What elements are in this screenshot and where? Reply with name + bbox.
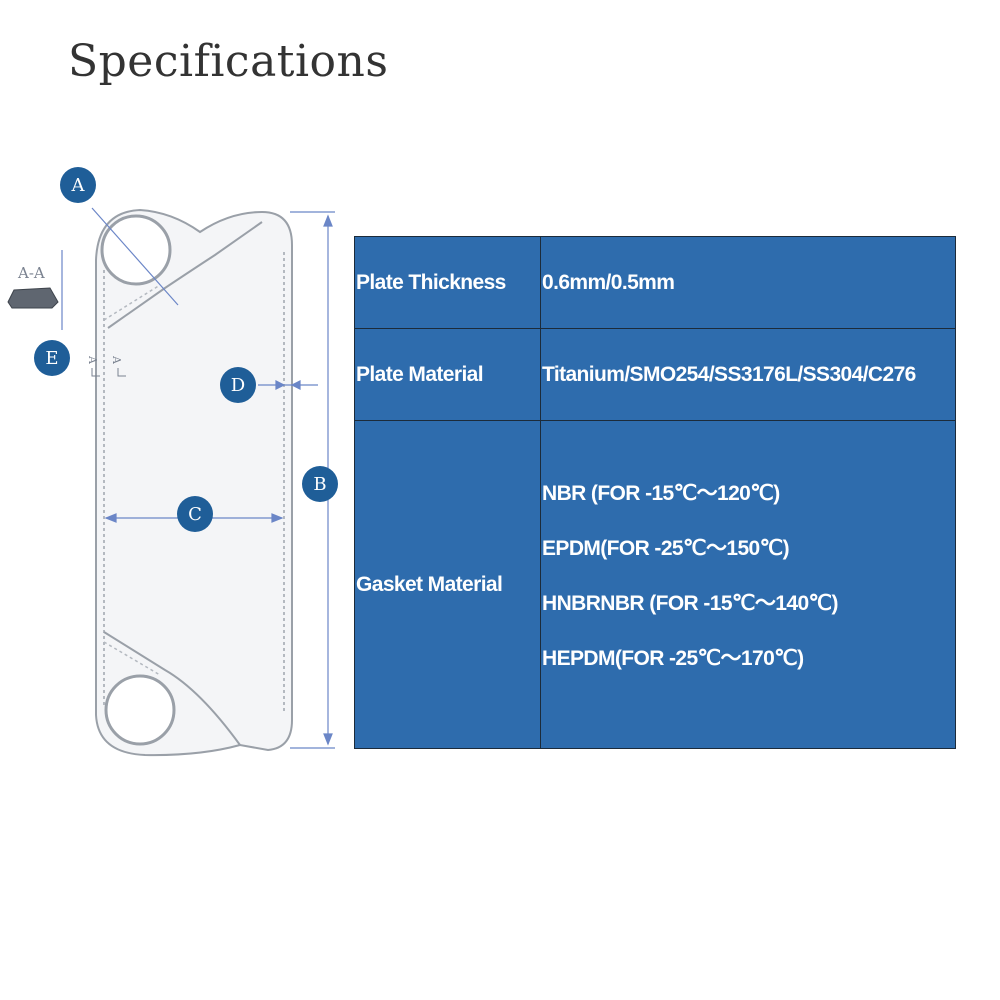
gasket-list: NBR (FOR -15℃～120℃) EPDM(FOR -25℃～150℃) … — [541, 466, 955, 686]
bottom-port — [104, 674, 176, 746]
plate-outline — [95, 208, 293, 757]
spec-row-plate-material: Plate Material Titanium/SMO254/SS3176L/S… — [354, 328, 956, 421]
spec-label: Gasket Material — [356, 572, 503, 596]
section-mark: A — [110, 355, 123, 365]
marker-e: E — [34, 340, 70, 376]
spec-label: Plate Thickness — [356, 270, 506, 294]
marker-d: D — [220, 367, 256, 403]
top-port — [100, 214, 172, 286]
svg-text:A: A — [71, 175, 86, 196]
marker-b: B — [302, 466, 338, 502]
svg-text:B: B — [313, 474, 326, 495]
svg-text:D: D — [231, 375, 245, 396]
spec-row-gasket-material: Gasket Material NBR (FOR -15℃～120℃) EPDM… — [354, 420, 956, 749]
spec-row-plate-thickness: Plate Thickness 0.6mm/0.5mm — [354, 236, 956, 329]
marker-c: C — [177, 496, 213, 532]
section-label: A-A — [17, 264, 45, 282]
page-title: Specifications — [68, 36, 389, 87]
svg-text:C: C — [188, 504, 202, 525]
spec-value: 0.6mm/0.5mm — [542, 270, 675, 294]
section-profile — [7, 287, 59, 309]
section-mark: A — [86, 355, 99, 365]
gasket-item: EPDM(FOR -25℃～150℃) — [542, 536, 790, 560]
spec-value: Titanium/SMO254/SS3176L/SS304/C276 — [542, 362, 916, 386]
svg-text:E: E — [45, 348, 58, 369]
gasket-item: NBR (FOR -15℃～120℃) — [542, 481, 780, 505]
marker-a: A — [60, 167, 96, 203]
gasket-item: HNBRNBR (FOR -15℃～140℃) — [542, 591, 839, 615]
spec-label: Plate Material — [356, 362, 484, 386]
gasket-item: HEPDM(FOR -25℃～170℃) — [542, 646, 804, 670]
plate-diagram: A-A A A A B C D E — [7, 167, 338, 757]
spec-table: Plate Thickness 0.6mm/0.5mm Plate Materi… — [354, 236, 956, 749]
